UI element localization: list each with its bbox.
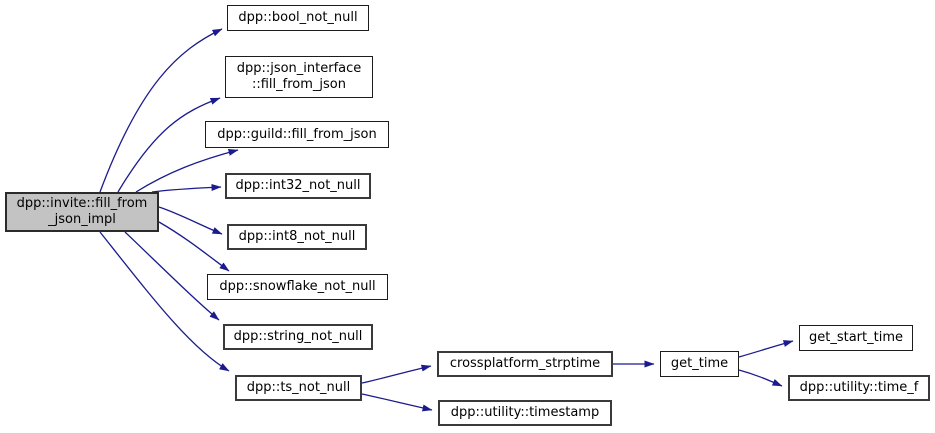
edge-get-time-to-utility-time-f — [738, 369, 783, 387]
edge-ts-not-null-to-utility-timestamp — [361, 393, 433, 412]
node-get-time[interactable]: get_time — [660, 351, 739, 377]
node-dpp-snowflake-not-null[interactable]: dpp::snowflake_not_null — [207, 274, 388, 300]
node-dpp-json-interface-fill-from-json[interactable]: dpp::json_interface ::fill_from_json — [225, 56, 373, 98]
edge-get-time-to-get-start-time — [738, 340, 794, 358]
node-dpp-utility-timestamp[interactable]: dpp::utility::timestamp — [438, 400, 612, 426]
edge-main-to-int32-not-null — [151, 183, 222, 193]
edge-main-to-bool-not-null — [99, 28, 223, 193]
edge-main-to-snowflake-not-null — [158, 221, 230, 272]
node-dpp-utility-time-f[interactable]: dpp::utility::time_f — [788, 375, 930, 401]
node-dpp-int32-not-null[interactable]: dpp::int32_not_null — [225, 173, 371, 199]
node-dpp-bool-not-null[interactable]: dpp::bool_not_null — [227, 5, 369, 31]
edge-main-to-ts-not-null — [99, 231, 230, 372]
node-dpp-ts-not-null[interactable]: dpp::ts_not_null — [235, 375, 362, 401]
node-dpp-int8-not-null[interactable]: dpp::int8_not_null — [227, 224, 367, 250]
edge-main-to-int8-not-null — [158, 206, 223, 235]
edge-main-to-guild-fill-from-json — [135, 149, 239, 193]
edge-main-to-string-not-null — [124, 231, 220, 321]
node-dpp-invite-fill-from-json-impl: dpp::invite::fill_from _json_impl — [5, 192, 159, 232]
node-get-start-time[interactable]: get_start_time — [799, 325, 913, 351]
edge-ts-not-null-to-crossplatform-strptime — [361, 364, 432, 384]
node-dpp-string-not-null[interactable]: dpp::string_not_null — [223, 324, 373, 350]
node-crossplatform-strptime[interactable]: crossplatform_strptime — [437, 351, 613, 377]
node-dpp-guild-fill-from-json[interactable]: dpp::guild::fill_from_json — [205, 121, 389, 148]
